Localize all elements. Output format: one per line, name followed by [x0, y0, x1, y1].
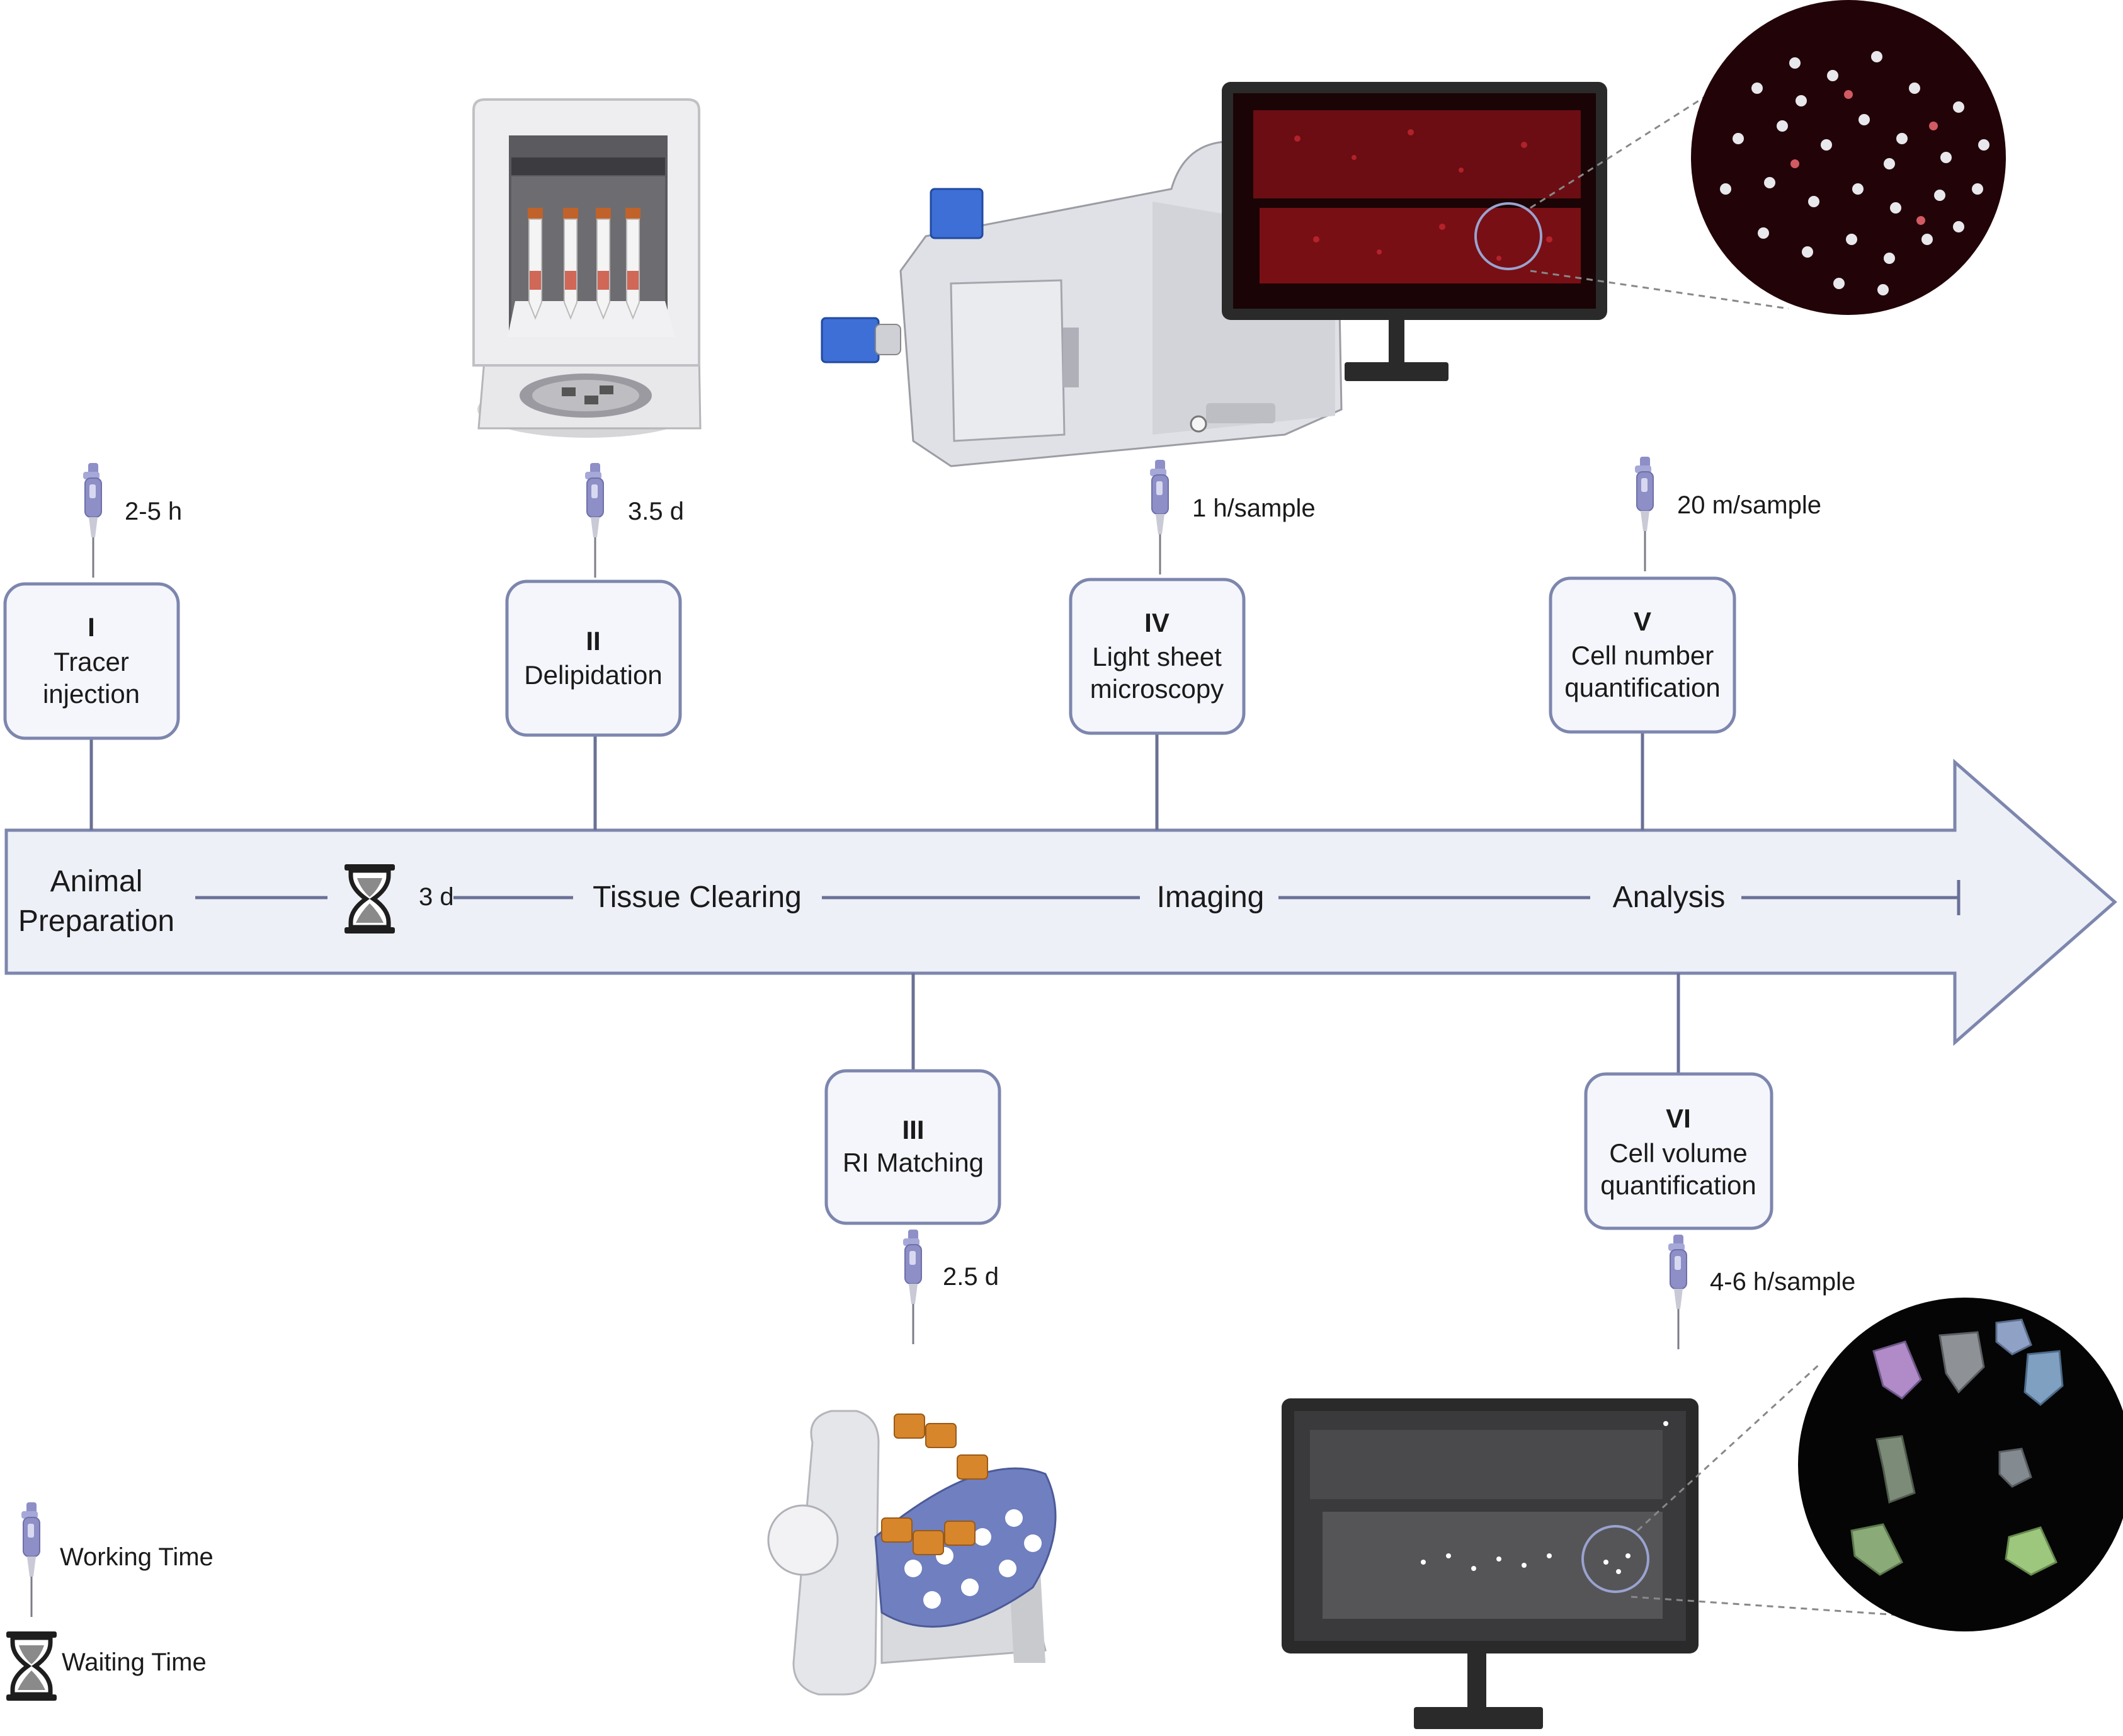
- pipette-icon: [20, 1501, 41, 1618]
- pipette-icon: [584, 462, 605, 579]
- phase-animal-preparation-line2: Preparation: [18, 905, 174, 938]
- step-label-line2: quantification: [1600, 1170, 1756, 1200]
- step-numeral: I: [88, 612, 95, 642]
- step-label-line2: injection: [43, 679, 140, 709]
- step-label-line1: RI Matching: [843, 1148, 984, 1177]
- cell-zoom-view: [1691, 0, 2006, 315]
- step-label-line1: Tracer: [54, 647, 129, 677]
- legend-working-time: Working Time: [60, 1543, 213, 1571]
- step-numeral: V: [1634, 607, 1651, 636]
- monitor-icon: [1282, 1398, 1699, 1729]
- timeline-arrow: [4, 758, 2117, 1046]
- step-duration: 20 m/sample: [1677, 491, 1821, 519]
- step-box-4: IV Light sheet microscopy: [1069, 578, 1246, 735]
- phase-tissue-clearing: Tissue Clearing: [593, 881, 802, 914]
- step-label-line2: quantification: [1564, 673, 1721, 702]
- monitor-icon: [1222, 82, 1607, 381]
- falcon-tubes: [528, 208, 640, 320]
- step-label-line1: Light sheet: [1092, 642, 1222, 671]
- phase-analysis: Analysis: [1613, 881, 1726, 914]
- step-box-6: VI Cell volume quantification: [1584, 1072, 1773, 1230]
- step-duration: 2.5 d: [943, 1263, 999, 1291]
- pipette-icon: [1667, 1233, 1688, 1351]
- step-connectors: [89, 732, 1680, 1074]
- incubator-shaker-icon: [472, 98, 702, 438]
- pipette-icon: [1634, 455, 1654, 573]
- step-box-2: II Delipidation: [505, 580, 682, 737]
- phase-animal-preparation-line1: Animal: [50, 865, 143, 898]
- step-numeral: II: [586, 626, 600, 656]
- pipette-icon: [82, 462, 103, 579]
- phase-waiting-duration: 3 d: [419, 883, 454, 911]
- tube-rotator-icon: [767, 1410, 1057, 1696]
- step-duration: 3.5 d: [628, 498, 684, 525]
- step-label-line1: Cell volume: [1609, 1138, 1747, 1168]
- pipette-icon: [902, 1228, 923, 1345]
- pipette-icon: [1149, 459, 1170, 576]
- phase-imaging: Imaging: [1157, 881, 1265, 914]
- step-numeral: IV: [1144, 608, 1170, 637]
- hourglass-icon: [6, 1631, 57, 1701]
- step-duration: 2-5 h: [125, 498, 182, 525]
- step-label-line1: Cell number: [1571, 641, 1714, 670]
- step-label-line1: Delipidation: [524, 660, 662, 690]
- step-duration: 4-6 h/sample: [1710, 1268, 1855, 1296]
- step-numeral: III: [902, 1115, 924, 1145]
- step-label-line2: microscopy: [1090, 674, 1224, 704]
- cell-volume-zoom-view: [1798, 1298, 2123, 1631]
- step-box-1: I Tracer injection: [3, 582, 180, 740]
- step-box-5: V Cell number quantification: [1549, 576, 1736, 734]
- timeline-line: [195, 880, 1961, 915]
- step-duration: 1 h/sample: [1192, 494, 1316, 522]
- legend-waiting-time: Waiting Time: [62, 1648, 207, 1676]
- step-numeral: VI: [1666, 1104, 1691, 1133]
- step-box-3: III RI Matching: [824, 1069, 1001, 1225]
